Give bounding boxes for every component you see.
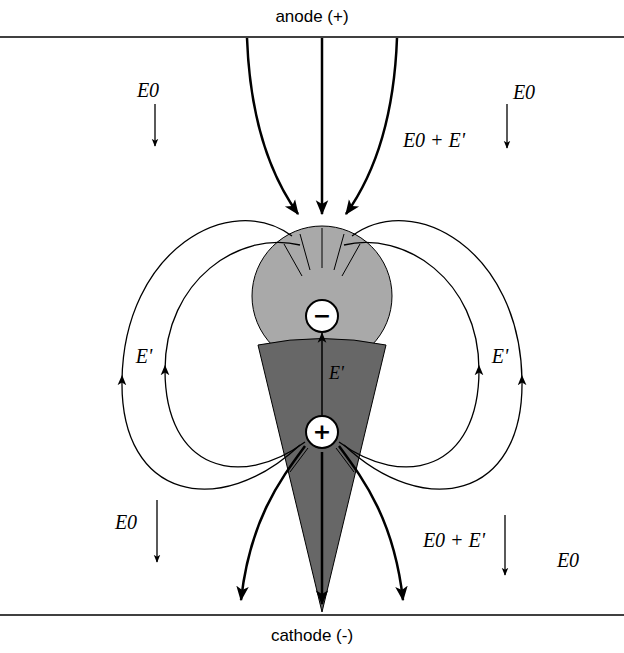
field-loop: [165, 242, 305, 467]
field-label: E0 + E': [403, 129, 465, 151]
field-line: [342, 244, 360, 276]
field-label: E0 + E': [423, 529, 485, 551]
field-arrow: [504, 515, 505, 575]
field-arrow: [156, 500, 157, 562]
external-field-arrows: [155, 104, 507, 575]
positive-charge: +: [305, 415, 339, 449]
field-arrow: [321, 452, 324, 604]
field-label: E': [136, 345, 153, 367]
negative-charge: −: [305, 299, 339, 333]
field-arrow: [247, 38, 298, 214]
field-arrow: [241, 446, 305, 600]
field-line: [336, 448, 354, 472]
field-label: E': [329, 364, 344, 384]
field-label: E0: [115, 511, 137, 533]
head-field-lines: [284, 228, 360, 472]
field-arrow: [339, 446, 403, 600]
field-label: E': [492, 345, 509, 367]
field-line: [284, 244, 302, 276]
field-label: E0: [137, 79, 159, 101]
combined-field-arrows: [241, 38, 403, 604]
field-vector: [321, 333, 323, 415]
electrode-label: cathode (-): [271, 627, 353, 646]
field-label: E0: [557, 549, 579, 571]
cathode-plate: [0, 614, 624, 616]
field-arrow: [506, 104, 507, 148]
field-lines-right: [339, 221, 522, 489]
charge-sign: −: [313, 305, 331, 327]
anode-plate: [0, 36, 624, 38]
field-line: [290, 448, 308, 472]
field-lines-left: [122, 221, 305, 489]
field-line: [322, 228, 323, 268]
field-loop: [339, 242, 479, 467]
field-line: [300, 234, 310, 270]
field-loop: [122, 221, 300, 489]
electrode-label: anode (+): [275, 8, 348, 27]
field-label: E0: [513, 81, 535, 103]
field-line: [334, 234, 344, 270]
field-arrow: [154, 104, 155, 146]
field-arrow: [321, 38, 324, 214]
field-loop: [344, 221, 522, 489]
charge-sign: +: [313, 421, 331, 443]
field-arrow: [346, 38, 397, 214]
